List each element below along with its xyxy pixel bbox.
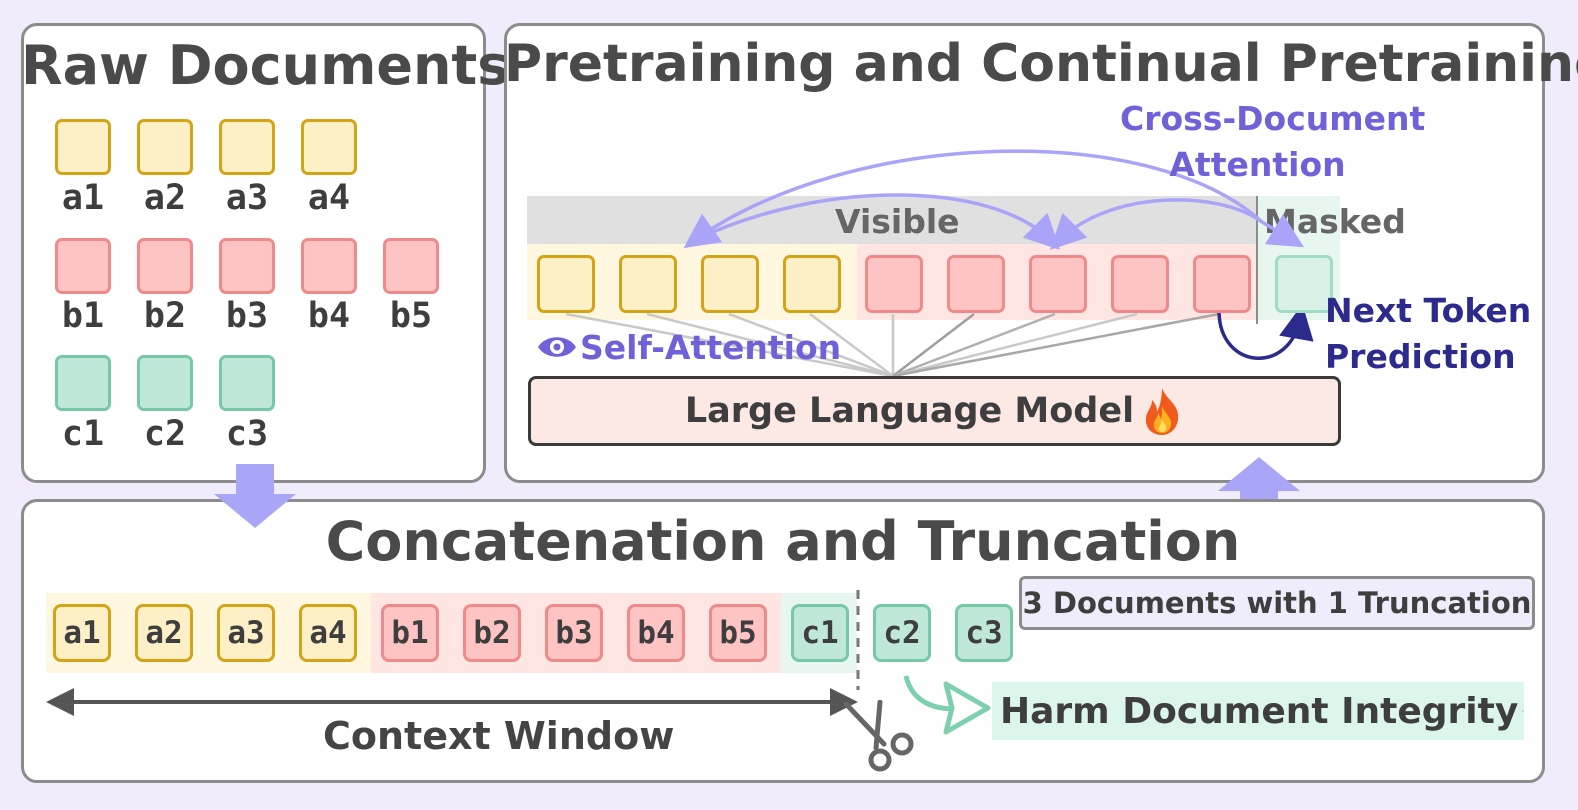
concat-token-a3: a3 — [217, 604, 275, 662]
harm-box: Harm Document Integrity — [992, 682, 1524, 740]
visible-token — [783, 255, 841, 313]
sad-face-icon — [1522, 710, 1524, 712]
llm-box: Large Language Model — [528, 376, 1341, 446]
raw-doc-label-a1: a1 — [61, 178, 105, 218]
concat-token-a1: a1 — [53, 604, 111, 662]
raw-doc-label-a3: a3 — [225, 178, 269, 218]
scissors-icon — [843, 700, 914, 772]
raw-doc-label-c1: c1 — [61, 414, 105, 454]
raw-doc-square-b2 — [137, 238, 193, 294]
raw-doc-square-c3 — [219, 355, 275, 411]
visible-token — [1029, 255, 1087, 313]
docs-note-box: 3 Documents with 1 Truncation — [1019, 576, 1535, 630]
self-attention-label: Self-Attention — [580, 328, 842, 367]
raw-documents-title: Raw Documents — [21, 34, 510, 97]
concat-token-b1: b1 — [381, 604, 439, 662]
raw-doc-label-a2: a2 — [143, 178, 187, 218]
raw-doc-label-a4: a4 — [307, 178, 351, 218]
visible-token — [1193, 255, 1251, 313]
raw-doc-square-c2 — [137, 355, 193, 411]
concat-token-c2: c2 — [873, 604, 931, 662]
visible-token — [537, 255, 595, 313]
pretraining-title: Pretraining and Continual Pretraining — [504, 34, 1578, 94]
raw-doc-square-a3 — [219, 119, 275, 175]
up-arrow-icon — [1218, 457, 1300, 521]
next-token-prediction-label: Next Token Prediction — [1325, 291, 1532, 376]
raw-doc-square-b4 — [301, 238, 357, 294]
concat-token-c1: c1 — [791, 604, 849, 662]
concatenation-title: Concatenation and Truncation — [325, 510, 1241, 573]
concat-token-b5: b5 — [709, 604, 767, 662]
raw-doc-label-c2: c2 — [143, 414, 187, 454]
context-window-label: Context Window — [323, 714, 675, 758]
down-arrow-icon — [214, 464, 296, 528]
raw-doc-square-c1 — [55, 355, 111, 411]
visible-token — [619, 255, 677, 313]
raw-doc-square-a2 — [137, 119, 193, 175]
fire-icon — [1146, 388, 1179, 435]
llm-label: Large Language Model — [684, 391, 1135, 431]
raw-doc-label-b5: b5 — [389, 296, 433, 336]
raw-doc-label-b1: b1 — [61, 296, 105, 336]
concat-token-b2: b2 — [463, 604, 521, 662]
visible-token — [1111, 255, 1169, 313]
concat-token-b3: b3 — [545, 604, 603, 662]
raw-doc-square-a4 — [301, 119, 357, 175]
raw-doc-square-b1 — [55, 238, 111, 294]
raw-doc-square-b3 — [219, 238, 275, 294]
mask-divider — [1256, 196, 1258, 324]
cross-document-attention-label: Cross-Document Attention — [1120, 99, 1426, 184]
eye-icon — [538, 337, 576, 357]
harm-label: Harm Document Integrity — [1000, 690, 1519, 732]
raw-doc-label-b2: b2 — [143, 296, 187, 336]
concat-token-c3: c3 — [955, 604, 1013, 662]
concat-token-b4: b4 — [627, 604, 685, 662]
docs-note-label: 3 Documents with 1 Truncation — [1022, 586, 1532, 620]
raw-doc-label-c3: c3 — [225, 414, 269, 454]
raw-doc-square-b5 — [383, 238, 439, 294]
concat-token-a2: a2 — [135, 604, 193, 662]
visible-label: Visible — [835, 202, 960, 241]
raw-doc-label-b3: b3 — [225, 296, 269, 336]
visible-token — [947, 255, 1005, 313]
raw-doc-label-b4: b4 — [307, 296, 351, 336]
masked-token — [1275, 255, 1333, 313]
raw-doc-square-a1 — [55, 119, 111, 175]
visible-token — [865, 255, 923, 313]
concat-token-a4: a4 — [299, 604, 357, 662]
visible-token — [701, 255, 759, 313]
